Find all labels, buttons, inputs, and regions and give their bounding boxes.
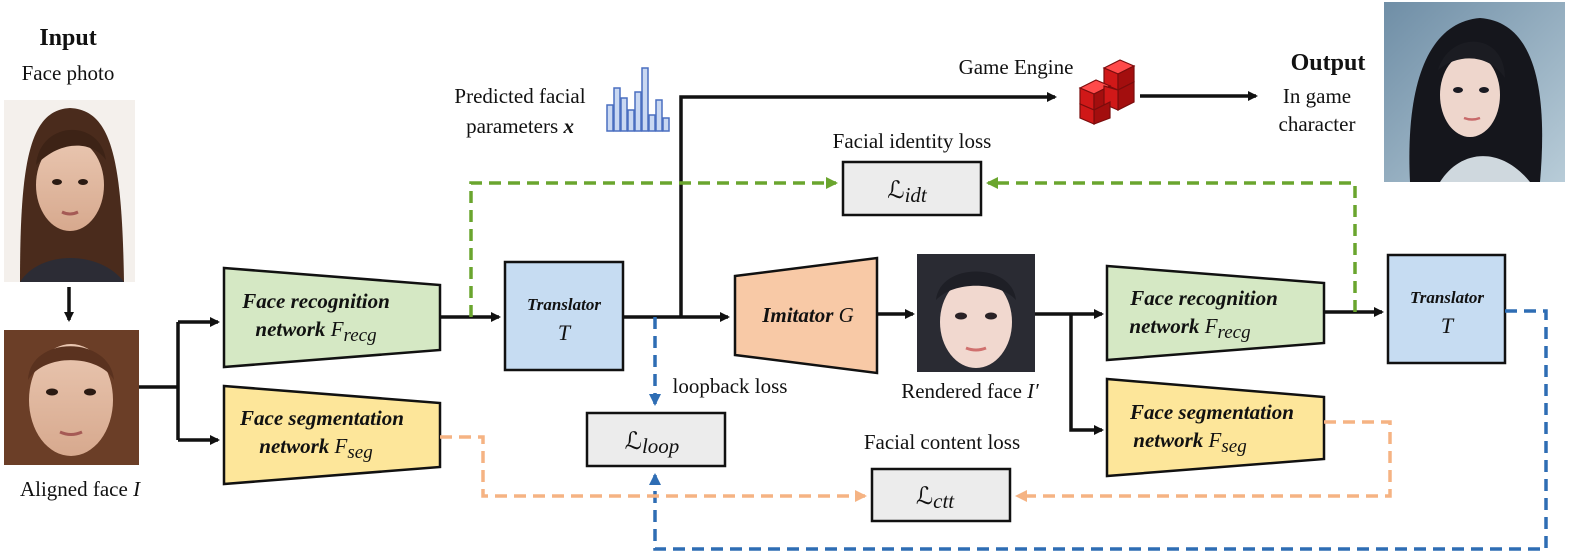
input-heading: Input xyxy=(39,25,96,51)
identity-loss-box xyxy=(841,160,983,217)
params-line2: parameters x xyxy=(466,114,574,138)
seg2-line2: network Fseg xyxy=(1133,428,1246,457)
params-line1: Predicted facial xyxy=(454,84,585,108)
aligned-face-caption: Aligned face I xyxy=(20,477,141,501)
identity-loss-caption: Facial identity loss xyxy=(833,129,992,153)
face-segmentation-network-2 xyxy=(1105,377,1326,478)
identity-loss-path-2 xyxy=(986,177,1357,312)
rendered-face-caption: Rendered face I′ xyxy=(901,379,1039,403)
translator1-symbol: T xyxy=(558,320,572,345)
game-character-image xyxy=(1384,2,1565,182)
recog1-line2: network Frecg xyxy=(255,317,376,346)
input-face-photo xyxy=(4,100,135,282)
content-loss-path-2 xyxy=(1015,420,1392,502)
face-segmentation-network-1 xyxy=(222,384,442,486)
translator-2 xyxy=(1386,253,1507,365)
loopback-return-path xyxy=(649,309,1548,551)
identity-loss-symbol: ℒidt xyxy=(887,178,928,207)
recog2-line2: network Frecg xyxy=(1129,314,1250,343)
translator-1 xyxy=(503,260,625,372)
input-caption: Face photo xyxy=(22,61,115,85)
game-engine-icon xyxy=(1078,59,1136,125)
recog1-line1: Face recognition xyxy=(241,289,390,313)
translator2-label: Translator xyxy=(1410,288,1484,307)
params-to-engine-arrow xyxy=(679,92,1057,317)
loopback-loss-box xyxy=(585,411,727,468)
translator1-label: Translator xyxy=(527,295,601,314)
seg1-line1: Face segmentation xyxy=(239,406,404,430)
imitator-label: Imitator G xyxy=(761,303,854,327)
output-heading: Output xyxy=(1291,50,1366,76)
imitator-network xyxy=(733,256,879,375)
content-loss-symbol: ℒctt xyxy=(916,484,955,513)
content-loss-caption: Facial content loss xyxy=(864,430,1020,454)
loopback-caption: loopback loss xyxy=(673,374,788,398)
content-loss-box xyxy=(870,467,1012,523)
translator2-symbol: T xyxy=(1441,313,1455,338)
game-engine-label: Game Engine xyxy=(959,55,1074,79)
seg2-line1: Face segmentation xyxy=(1129,400,1294,424)
content-loss-path-1 xyxy=(440,435,867,502)
seg1-line2: network Fseg xyxy=(259,434,372,463)
identity-loss-path-1 xyxy=(469,177,838,317)
loopback-loss-symbol: ℒloop xyxy=(625,429,680,458)
parameter-histogram-icon xyxy=(606,67,670,132)
output-line2: character xyxy=(1279,112,1356,136)
rendered-face-image xyxy=(917,254,1035,372)
aligned-face-photo xyxy=(4,330,139,465)
recog2-line1: Face recognition xyxy=(1129,286,1278,310)
face-recognition-network-2 xyxy=(1105,264,1326,362)
output-line1: In game xyxy=(1283,84,1351,108)
face-recognition-network-1 xyxy=(222,266,442,369)
